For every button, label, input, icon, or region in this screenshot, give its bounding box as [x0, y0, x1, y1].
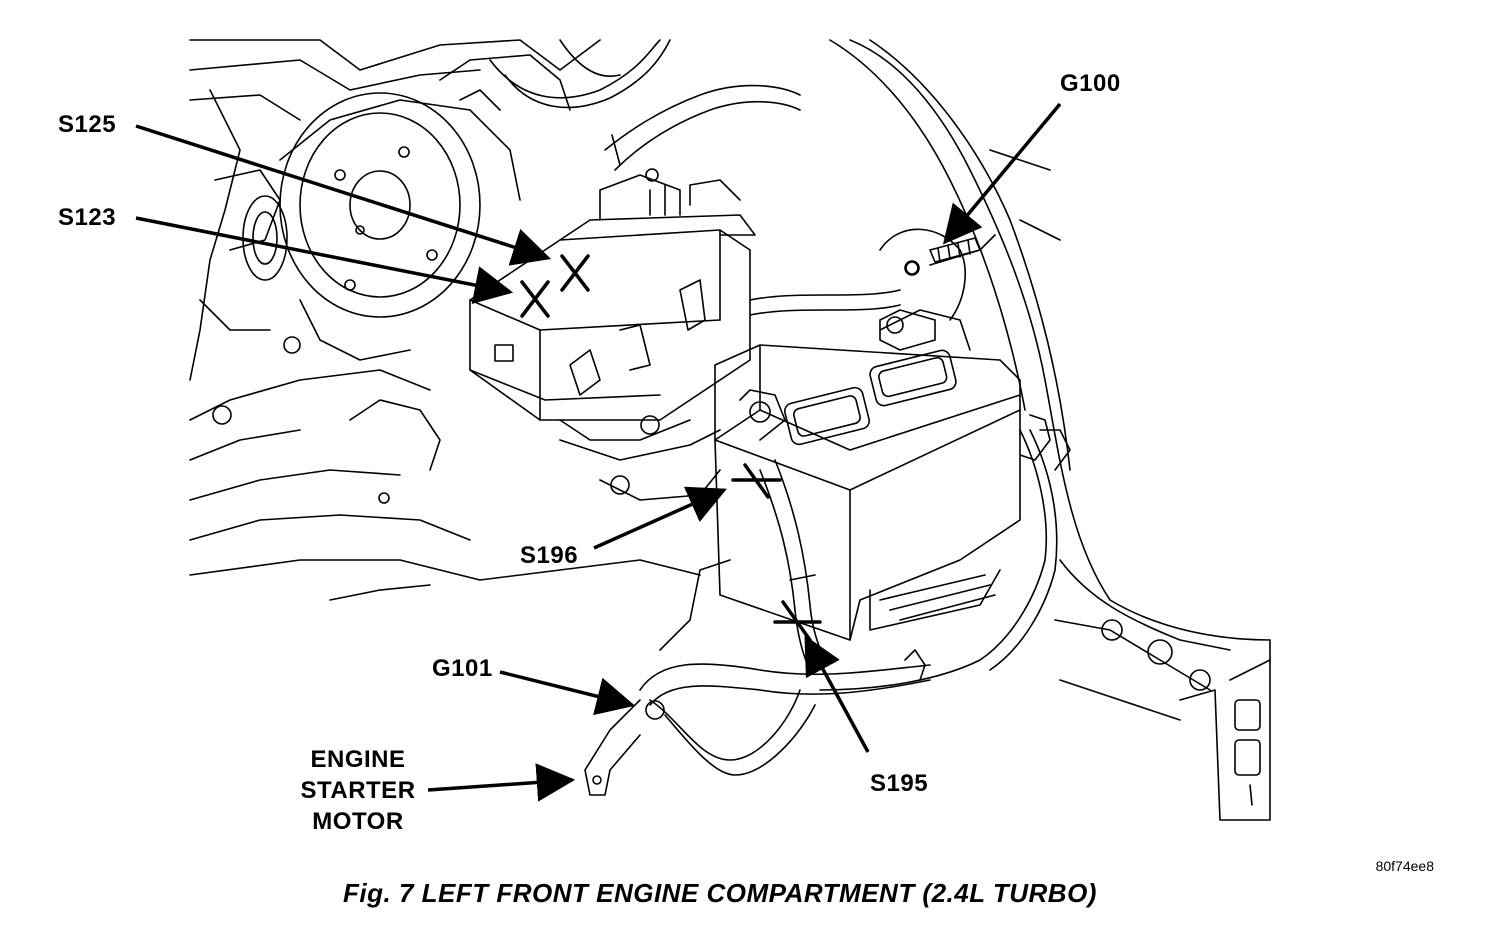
- leader-arrows: [135, 102, 1062, 802]
- figure-caption: Fig. 7 LEFT FRONT ENGINE COMPARTMENT (2.…: [343, 878, 1097, 908]
- g100-arrow: [942, 102, 1062, 245]
- s125-label: S125: [58, 111, 117, 138]
- s125-splice-mark: [560, 254, 590, 292]
- brake-booster: [242, 92, 481, 318]
- g100-label: G100: [1060, 70, 1121, 97]
- firewall-structure: [189, 39, 701, 601]
- fender-hose: [749, 289, 901, 316]
- s195-splice-mark: [773, 600, 822, 642]
- starter-label-line-1: ENGINE: [310, 746, 406, 773]
- g101-label: G101: [432, 655, 493, 682]
- figure-code: 80f74ee8: [1375, 858, 1434, 874]
- s196-arrow: [593, 486, 727, 550]
- starter-label-line-2: STARTER: [300, 777, 416, 804]
- splice-marks: [520, 254, 822, 642]
- lower-hose: [584, 559, 931, 796]
- battery: [714, 309, 1021, 641]
- s195-arrow: [804, 635, 870, 753]
- g101-arrow: [499, 670, 636, 716]
- s195-label: S195: [870, 770, 929, 797]
- starter-label-line-3: MOTOR: [312, 808, 404, 835]
- engine-starter-motor-label: ENGINE STARTER MOTOR: [290, 744, 426, 837]
- s196-label: S196: [520, 542, 579, 569]
- s125-arrow: [135, 124, 552, 266]
- s123-splice-mark: [520, 280, 550, 318]
- power-distribution-center: [469, 84, 801, 501]
- s123-arrow: [135, 216, 514, 305]
- starter-arrow: [427, 763, 576, 802]
- fender-structure: [819, 39, 1271, 821]
- battery-cable: [759, 459, 826, 671]
- s196-splice-mark: [731, 463, 782, 499]
- s123-label: S123: [58, 204, 117, 231]
- upper-hose: [489, 39, 671, 109]
- g100-ground-stud: [904, 237, 981, 276]
